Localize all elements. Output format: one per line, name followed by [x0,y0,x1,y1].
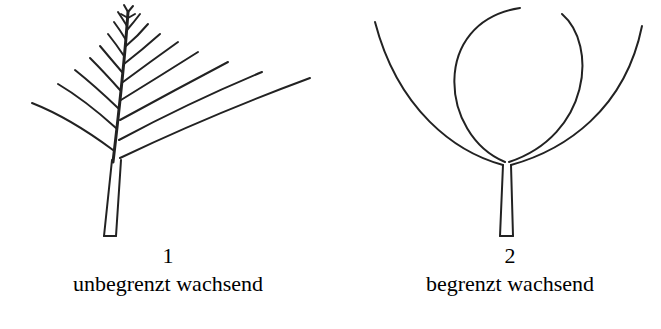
figure-number: 2 [505,244,516,268]
unlimited-growth-shoot [32,5,310,236]
figure-caption: begrenzt wachsend [426,272,594,296]
limited-growth-shoot [375,8,642,236]
figure-caption: unbegrenzt wachsend [73,272,263,296]
figure-number: 1 [163,244,174,268]
